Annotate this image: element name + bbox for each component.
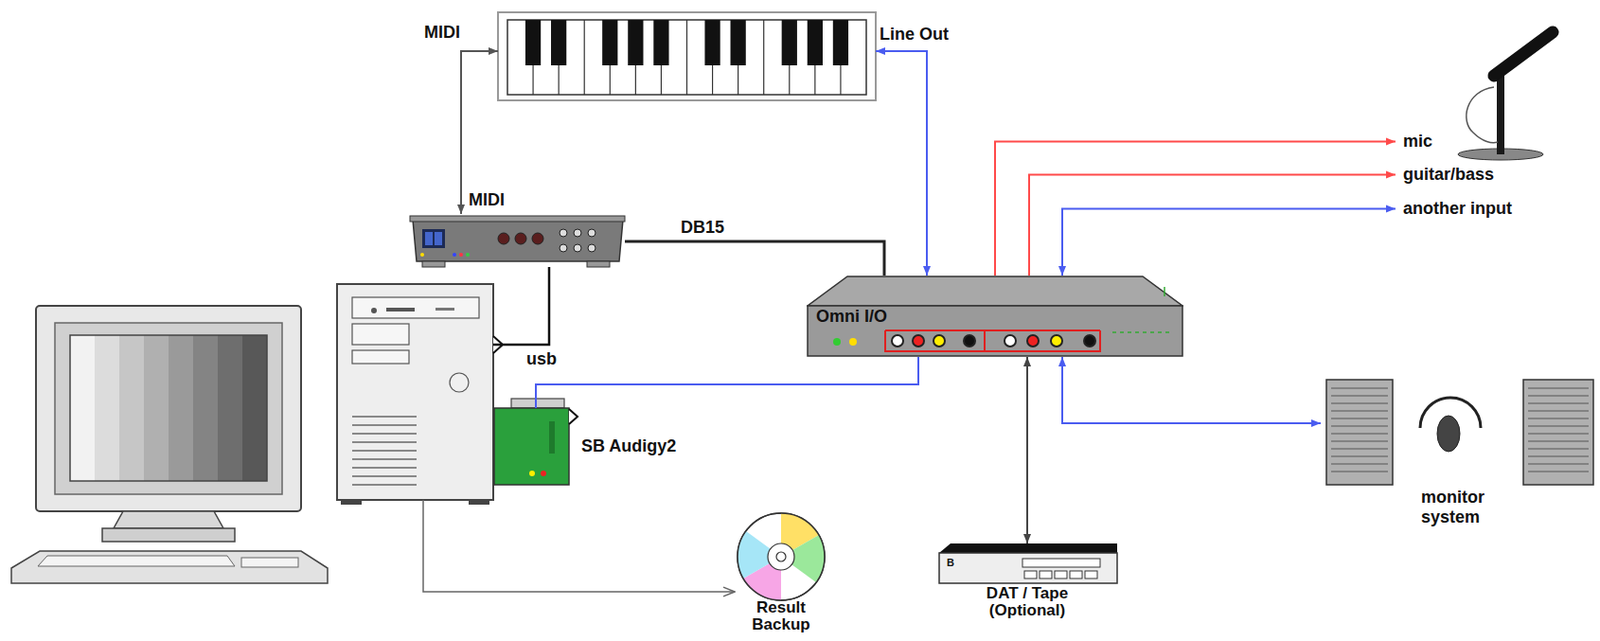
- dat-node: DAT / Tape (Optional): [932, 543, 1122, 639]
- connector: [1062, 209, 1396, 277]
- port-label: MIDI: [424, 22, 461, 43]
- connector: [1062, 356, 1321, 424]
- node-text: DAT / Tape (Optional): [976, 585, 1079, 620]
- interface-box: Omni I/O: [806, 275, 1184, 357]
- node-text: MIDI: [468, 190, 505, 211]
- node-text: monitor system: [1421, 487, 1509, 528]
- backup-node: Result Backup: [724, 511, 838, 639]
- midi-interface-node: MIDI: [409, 189, 625, 267]
- midi-cable: [461, 51, 498, 214]
- sound-card: [494, 398, 578, 485]
- device-mark: B: [946, 556, 955, 569]
- crt-monitor: [11, 305, 328, 584]
- connector: [624, 241, 885, 276]
- port-label: usb: [526, 349, 557, 370]
- input-label: mic: [1395, 131, 1435, 152]
- monitor-system: [1326, 379, 1594, 485]
- sound-card-node: SB Audigy2: [494, 408, 694, 485]
- dat-deck: [939, 543, 1118, 584]
- computer-tower: [337, 284, 503, 505]
- node-text: another input: [1403, 198, 1512, 219]
- usb-cable: [493, 266, 550, 345]
- edge-label: DB15: [677, 217, 728, 238]
- connector: [995, 142, 1396, 277]
- monitor-node: monitor system: [1320, 373, 1596, 531]
- input-label: guitar/bass: [1395, 164, 1496, 185]
- midi-keyboard: [497, 12, 876, 101]
- cd-disc: [737, 513, 825, 601]
- node-text: SB Audigy2: [581, 436, 676, 457]
- backup-line: [423, 499, 735, 592]
- input-label: another input: [1395, 198, 1514, 219]
- node-text: Omni I/O: [816, 306, 888, 327]
- node-text: mic: [1403, 131, 1433, 152]
- port-label: Line Out: [879, 24, 949, 45]
- connector: [535, 356, 919, 409]
- node-text: Result Backup: [745, 599, 818, 634]
- connector: [1026, 356, 1029, 544]
- microphone: [1457, 32, 1553, 160]
- node-text: guitar/bass: [1403, 164, 1494, 185]
- connector: [1029, 175, 1396, 277]
- midi-interface: [409, 215, 625, 267]
